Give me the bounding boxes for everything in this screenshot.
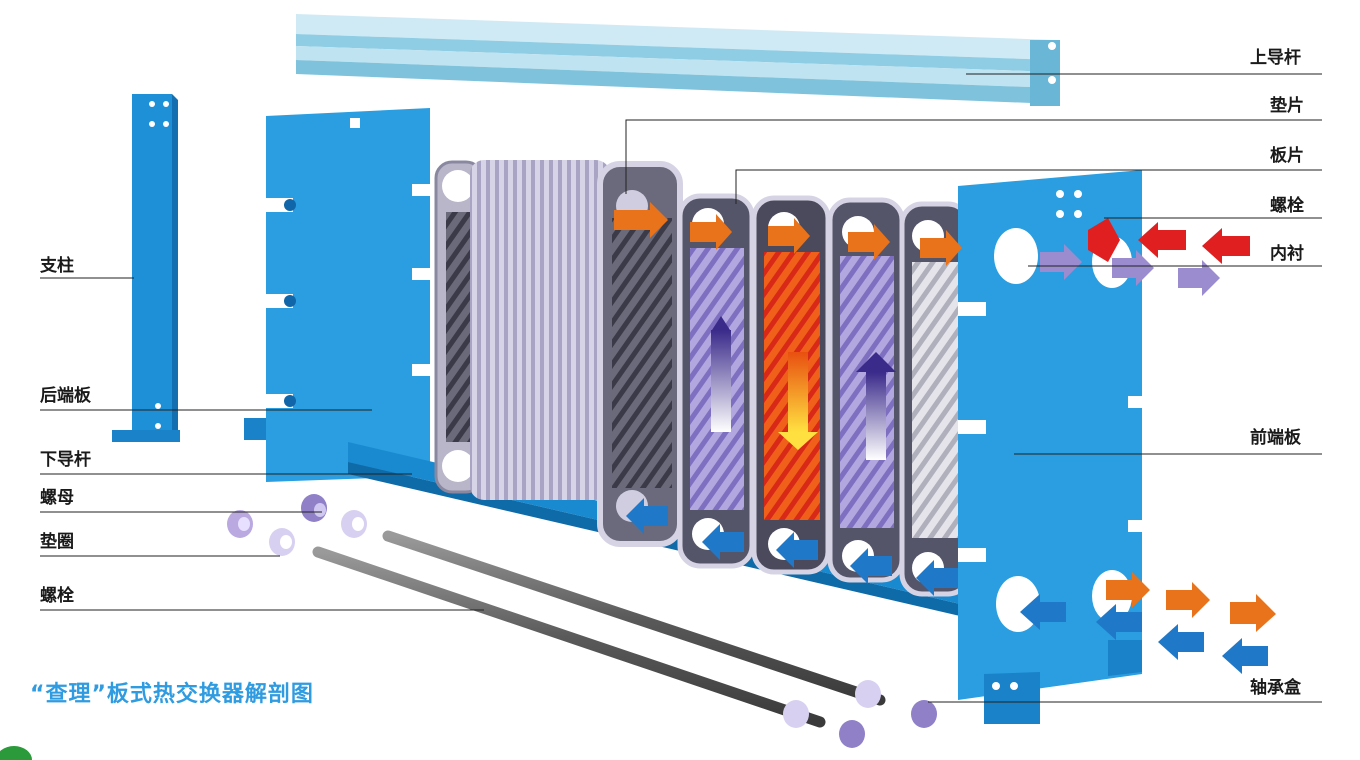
label-washer: 垫圈 bbox=[40, 532, 74, 552]
upper-guide-bar bbox=[296, 14, 1060, 106]
column bbox=[112, 94, 180, 442]
label-front-end-plate: 前端板 bbox=[1250, 428, 1301, 448]
label-lining: 内衬 bbox=[1270, 244, 1304, 264]
plate-pack bbox=[434, 160, 971, 597]
rear-end-plate bbox=[244, 108, 436, 482]
flow-arrow-icon bbox=[614, 202, 1276, 674]
label-nut: 螺母 bbox=[40, 488, 74, 508]
diagram-caption: “查理”板式热交换器解剖图 bbox=[30, 682, 314, 707]
leader-lines bbox=[40, 73, 1322, 703]
label-bolt-right: 螺栓 bbox=[1270, 196, 1304, 216]
label-bearing-box: 轴承盒 bbox=[1250, 678, 1301, 698]
label-bolt-left: 螺栓 bbox=[40, 586, 74, 606]
label-upper-guide-bar: 上导杆 bbox=[1250, 48, 1301, 68]
label-rear-end-plate: 后端板 bbox=[40, 386, 91, 406]
front-end-plate bbox=[958, 170, 1150, 724]
bolts-nuts-washers bbox=[227, 494, 937, 748]
label-lower-guide-bar: 下导杆 bbox=[40, 450, 91, 470]
label-column: 支柱 bbox=[40, 256, 74, 276]
label-gasket: 垫片 bbox=[1270, 96, 1304, 116]
label-plate: 板片 bbox=[1270, 146, 1304, 166]
